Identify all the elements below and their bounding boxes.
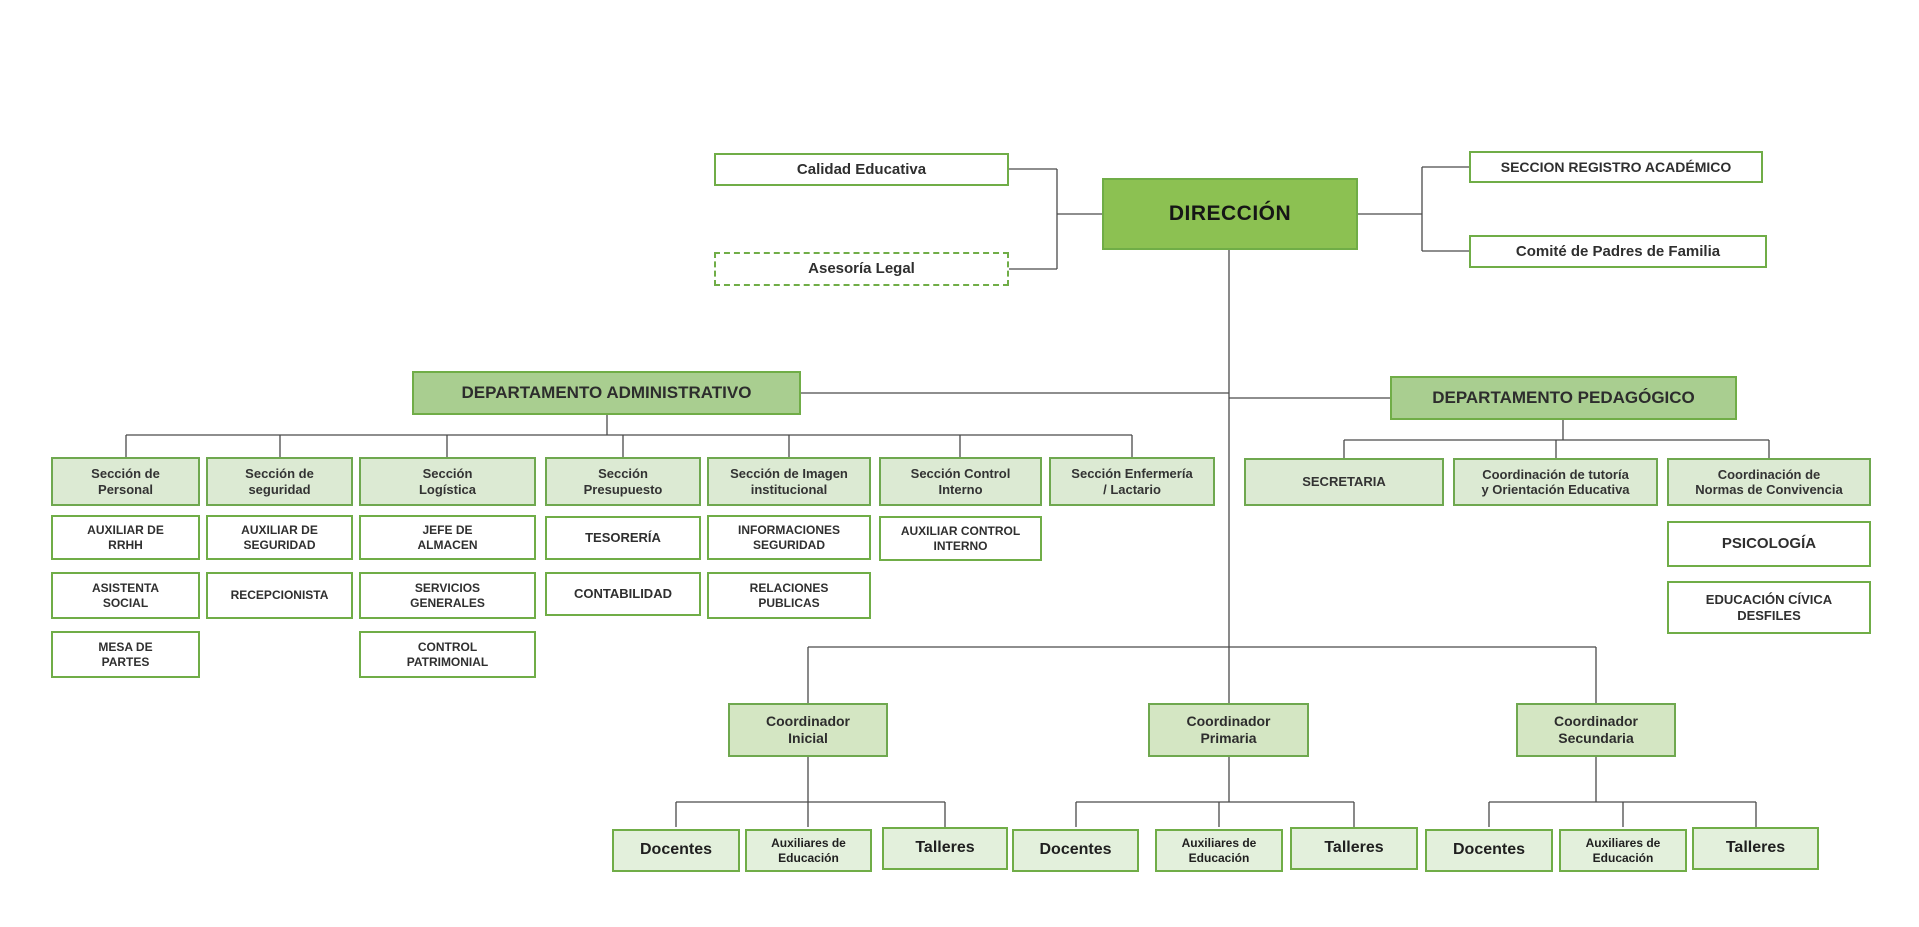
seccion-registro-academico-box: SECCION REGISTRO ACADÉMICO [1469, 151, 1763, 183]
seccion-de-seguridad-box: Sección de seguridad [206, 457, 353, 506]
coordinador-inicial-box: Coordinador Inicial [728, 703, 888, 757]
seccion-presupuesto-label: Sección Presupuesto [583, 466, 663, 497]
talleres-secundaria-label: Talleres [1725, 839, 1786, 857]
departamento-administrativo-label: DEPARTAMENTO ADMINISTRATIVO [461, 382, 752, 402]
auxiliares-educacion-inicial-label: Auxiliares de Educación [771, 836, 846, 865]
servicios-generales-box: SERVICIOS GENERALES [359, 572, 536, 619]
jefe-de-almacen-box: JEFE DE ALMACEN [359, 515, 536, 560]
coordinador-primaria-box: Coordinador Primaria [1148, 703, 1309, 757]
coordinacion-normas-convivencia-box: Coordinación de Normas de Convivencia [1667, 458, 1871, 506]
control-patrimonial-box: CONTROL PATRIMONIAL [359, 631, 536, 678]
educacion-civica-desfiles-label: EDUCACIÓN CÍVICA DESFILES [1705, 592, 1833, 623]
auxiliar-de-seguridad-box: AUXILIAR DE SEGURIDAD [206, 515, 353, 560]
coordinador-inicial-label: Coordinador Inicial [766, 713, 850, 746]
recepcionista-label: RECEPCIONISTA [230, 588, 329, 603]
departamento-pedagogico-box: DEPARTAMENTO PEDAGÓGICO [1390, 376, 1737, 420]
contabilidad-box: CONTABILIDAD [545, 572, 701, 616]
talleres-inicial-box: Talleres [882, 827, 1008, 870]
seccion-de-personal-box: Sección de Personal [51, 457, 200, 506]
servicios-generales-label: SERVICIOS GENERALES [410, 581, 485, 610]
seccion-de-personal-label: Sección de Personal [91, 466, 160, 497]
auxiliar-de-rrhh-box: AUXILIAR DE RRHH [51, 515, 200, 560]
mesa-de-partes-box: MESA DE PARTES [51, 631, 200, 678]
auxiliares-educacion-inicial-box: Auxiliares de Educación [745, 829, 872, 872]
coordinador-secundaria-box: Coordinador Secundaria [1516, 703, 1676, 757]
talleres-primaria-box: Talleres [1290, 827, 1418, 870]
recepcionista-box: RECEPCIONISTA [206, 572, 353, 619]
tesoreria-label: TESORERÍA [585, 530, 661, 546]
mesa-de-partes-label: MESA DE PARTES [98, 640, 153, 669]
coordinacion-tutoria-orientacion-label: Coordinación de tutoría y Orientación Ed… [1481, 466, 1630, 497]
seccion-logistica-label: Sección Logística [418, 466, 477, 497]
secretaria-label: SECRETARIA [1302, 474, 1386, 490]
connector-path [125, 166, 1770, 827]
seccion-presupuesto-box: Sección Presupuesto [545, 457, 701, 506]
docentes-inicial-label: Docentes [639, 841, 713, 859]
control-patrimonial-label: CONTROL PATRIMONIAL [406, 640, 489, 669]
relaciones-publicas-label: RELACIONES PUBLICAS [749, 581, 829, 610]
calidad-educativa-box: Calidad Educativa [714, 153, 1009, 186]
auxiliares-educacion-primaria-label: Auxiliares de Educación [1181, 836, 1257, 865]
seccion-logistica-box: Sección Logística [359, 457, 536, 506]
tesoreria-box: TESORERÍA [545, 516, 701, 560]
docentes-primaria-box: Docentes [1012, 829, 1139, 872]
talleres-primaria-label: Talleres [1324, 839, 1384, 857]
departamento-administrativo-box: DEPARTAMENTO ADMINISTRATIVO [412, 371, 801, 415]
jefe-de-almacen-label: JEFE DE ALMACEN [417, 523, 478, 552]
docentes-secundaria-box: Docentes [1425, 829, 1553, 872]
docentes-primaria-label: Docentes [1039, 841, 1112, 859]
educacion-civica-desfiles-box: EDUCACIÓN CÍVICA DESFILES [1667, 581, 1871, 634]
asistenta-social-label: ASISTENTA SOCIAL [91, 581, 160, 610]
talleres-inicial-label: Talleres [915, 839, 975, 857]
asesoria-legal-label: Asesoría Legal [808, 260, 915, 278]
coordinador-secundaria-label: Coordinador Secundaria [1554, 713, 1638, 746]
comite-padres-de-familia-box: Comité de Padres de Familia [1469, 235, 1767, 268]
departamento-pedagogico-label: DEPARTAMENTO PEDAGÓGICO [1432, 387, 1695, 407]
comite-padres-de-familia-label: Comité de Padres de Familia [1515, 242, 1721, 260]
auxiliares-educacion-secundaria-label: Auxiliares de Educación [1585, 836, 1661, 865]
seccion-control-interno-box: Sección Control Interno [879, 457, 1042, 506]
informaciones-seguridad-label: INFORMACIONES SEGURIDAD [738, 523, 840, 552]
coordinador-primaria-label: Coordinador Primaria [1186, 713, 1271, 746]
calidad-educativa-label: Calidad Educativa [796, 160, 927, 178]
seccion-enfermeria-lactario-label: Sección Enfermería / Lactario [1071, 466, 1193, 497]
auxiliar-de-seguridad-label: AUXILIAR DE SEGURIDAD [241, 523, 318, 552]
auxiliares-educacion-primaria-box: Auxiliares de Educación [1155, 829, 1283, 872]
auxiliar-control-interno-box: AUXILIAR CONTROL INTERNO [879, 516, 1042, 561]
direccion-box: DIRECCIÓN [1102, 178, 1358, 250]
coordinacion-tutoria-orientacion-box: Coordinación de tutoría y Orientación Ed… [1453, 458, 1658, 506]
seccion-registro-academico-label: SECCION REGISTRO ACADÉMICO [1500, 158, 1732, 175]
direccion-label: DIRECCIÓN [1168, 201, 1292, 225]
relaciones-publicas-box: RELACIONES PUBLICAS [707, 572, 871, 619]
psicologia-box: PSICOLOGÍA [1667, 521, 1871, 567]
auxiliares-educacion-secundaria-box: Auxiliares de Educación [1559, 829, 1687, 872]
auxiliar-control-interno-label: AUXILIAR CONTROL INTERNO [900, 524, 1021, 553]
docentes-secundaria-label: Docentes [1452, 841, 1526, 859]
asesoria-legal-box: Asesoría Legal [714, 252, 1009, 286]
psicologia-label: PSICOLOGÍA [1721, 535, 1817, 553]
informaciones-seguridad-box: INFORMACIONES SEGURIDAD [707, 515, 871, 560]
talleres-secundaria-box: Talleres [1692, 827, 1819, 870]
coordinacion-normas-convivencia-label: Coordinación de Normas de Convivencia [1695, 466, 1843, 497]
seccion-imagen-institucional-box: Sección de Imagen institucional [707, 457, 871, 506]
docentes-inicial-box: Docentes [612, 829, 740, 872]
contabilidad-label: CONTABILIDAD [574, 586, 672, 602]
seccion-imagen-institucional-label: Sección de Imagen institucional [730, 466, 848, 497]
seccion-enfermeria-lactario-box: Sección Enfermería / Lactario [1049, 457, 1215, 506]
auxiliar-de-rrhh-label: AUXILIAR DE RRHH [87, 523, 164, 552]
secretaria-box: SECRETARIA [1244, 458, 1444, 506]
seccion-control-interno-label: Sección Control Interno [910, 466, 1011, 497]
seccion-de-seguridad-label: Sección de seguridad [245, 466, 314, 497]
asistenta-social-box: ASISTENTA SOCIAL [51, 572, 200, 619]
